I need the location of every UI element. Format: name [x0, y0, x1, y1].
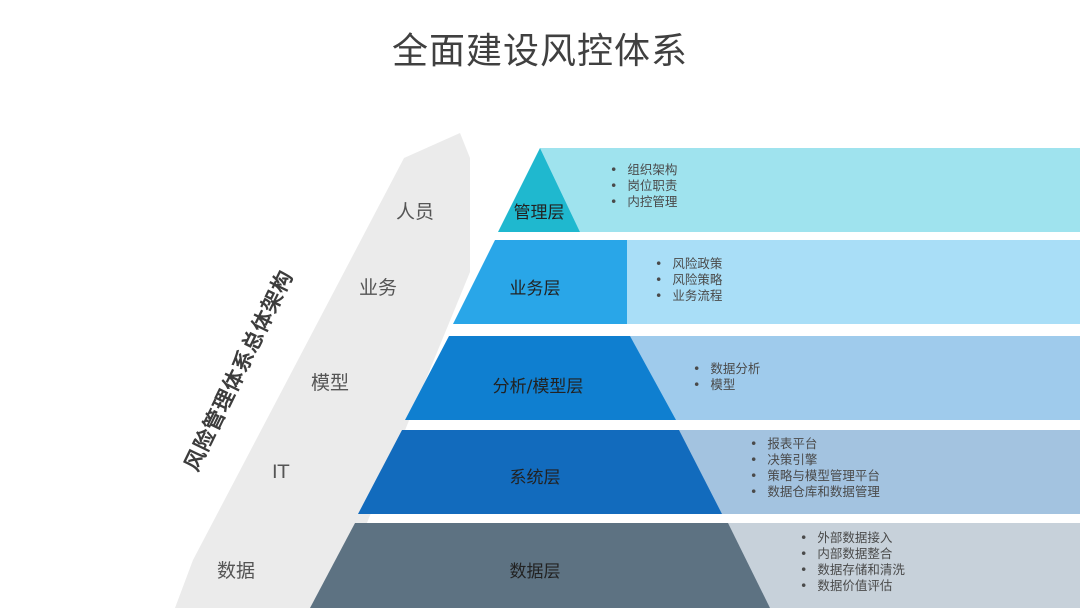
dimension-label-data: 数据	[217, 560, 256, 582]
list-item: 数据分析	[693, 361, 760, 377]
layer-name-analysis-model: 分析/模型层	[492, 377, 584, 397]
list-item: 数据仓库和数据管理	[750, 484, 880, 500]
list-item: 内部数据整合	[800, 546, 905, 562]
list-item: 决策引擎	[750, 452, 880, 468]
layer-name-data: 数据层	[509, 562, 561, 582]
layer-name-business: 业务层	[509, 279, 561, 299]
layer-items-data: 外部数据接入 内部数据整合 数据存储和清洗 数据价值评估	[800, 530, 905, 594]
layer-name-system: 系统层	[509, 468, 561, 488]
list-item: 策略与模型管理平台	[750, 468, 880, 484]
page-title: 全面建设风控体系	[391, 31, 688, 72]
pyramid-tier-system	[358, 430, 722, 514]
list-item: 业务流程	[655, 288, 722, 304]
layer-name-management: 管理层	[513, 203, 565, 223]
pyramid-tier-analysis-model	[405, 336, 676, 420]
dimension-arrow	[175, 133, 470, 608]
layer-items-system: 报表平台 决策引擎 策略与模型管理平台 数据仓库和数据管理	[750, 436, 880, 500]
list-item: 外部数据接入	[800, 530, 905, 546]
dimension-label-it: IT	[272, 461, 290, 483]
dimension-label-business: 业务	[359, 277, 398, 299]
list-item: 岗位职责	[610, 178, 677, 194]
list-item: 风险策略	[655, 272, 722, 288]
dimension-label-model: 模型	[311, 372, 350, 394]
layer-items-analysis-model: 数据分析 模型	[693, 361, 760, 393]
list-item: 数据价值评估	[800, 578, 905, 594]
layer-items-business: 风险政策 风险策略 业务流程	[655, 256, 722, 304]
list-item: 报表平台	[750, 436, 880, 452]
list-item: 风险政策	[655, 256, 722, 272]
pyramid-tier-management	[498, 148, 580, 232]
list-item: 组织架构	[610, 162, 677, 178]
layer-items-management: 组织架构 岗位职责 内控管理	[610, 162, 677, 210]
pyramid-tier-business	[453, 240, 627, 324]
dimension-label-people: 人员	[396, 201, 435, 223]
list-item: 内控管理	[610, 194, 677, 210]
pyramid-tier-data	[310, 523, 770, 608]
list-item: 数据存储和清洗	[800, 562, 905, 578]
band-business	[495, 240, 1080, 324]
list-item: 模型	[693, 377, 760, 393]
